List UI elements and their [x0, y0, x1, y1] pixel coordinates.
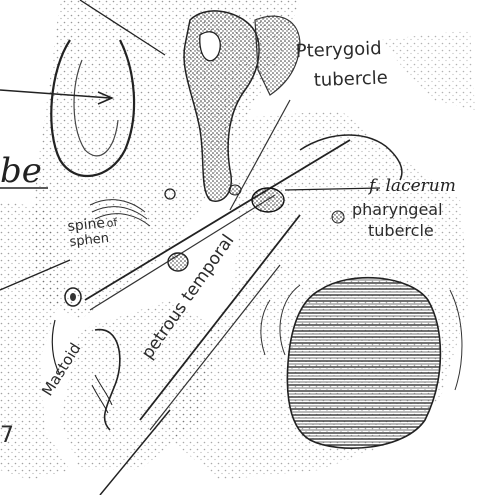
label-pharyngeal: pharyngeal: [352, 200, 443, 219]
label-f-lacerum: f. lacerum: [367, 176, 456, 196]
label-tubercle: tubercle: [313, 67, 388, 91]
occipital-condyle: [287, 278, 440, 449]
label-be: be: [0, 151, 42, 191]
label-pharyngeal-tubercle: tubercle: [368, 221, 434, 240]
foramen-lacerum: [252, 188, 284, 212]
label-pterygoid: Pterygoid: [295, 38, 382, 62]
pharyngeal-tubercle-dot: [332, 211, 344, 223]
corner-mark: 7: [0, 423, 14, 448]
